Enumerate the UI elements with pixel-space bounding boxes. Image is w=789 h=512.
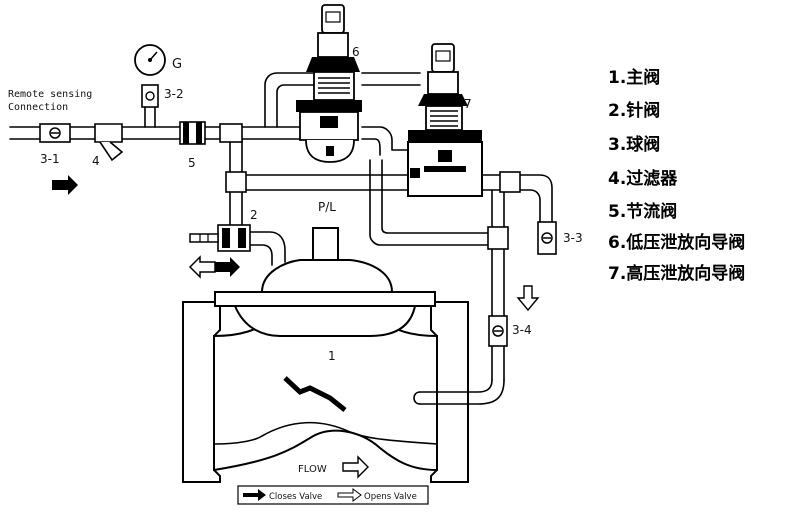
pilot-pipework [9,72,553,405]
pilot-valve-7 [407,43,483,197]
pilot-valve-6 [296,4,362,163]
flow-label: FLOW [298,464,327,475]
callout-2: 2 [250,208,258,222]
flow-arrow-icon [342,455,369,479]
parts-list-item: 1.主阀 [608,67,660,88]
closes-valve-label: Closes Valve [269,492,322,502]
callout-3-2: 3-2 [164,87,184,101]
callout-5: 5 [188,156,196,170]
parts-list: 1.主阀 2.针阀 3.球阀 4.过滤器 5.节流阀 6.低压泄放向导阀 7.高… [608,67,745,284]
throttle-valve-5 [179,121,206,145]
parts-list-item: 3.球阀 [608,134,660,155]
callout-3-4: 3-4 [512,323,532,337]
opens-valve-arrow-icon [337,488,362,502]
callout-7: 7 [464,97,472,111]
bidirectional-arrow-icon [188,255,240,279]
down-arrow-icon [516,285,540,312]
parts-list-item: 2.针阀 [608,100,660,121]
opens-valve-label: Opens Valve [364,492,417,502]
parts-list-item: 6.低压泄放向导阀 [608,232,745,253]
ball-valve-3-4 [488,315,508,347]
ball-valve-3-3 [537,221,557,255]
strainer-4 [94,123,124,162]
main-valve [182,227,469,483]
pressure-gauge-g [134,44,166,108]
callout-3-1: 3-1 [40,152,60,166]
needle-valve-2 [189,224,251,252]
remote-sensing-label: Remote sensing [8,89,92,100]
ball-valve-3-1 [39,123,71,143]
bottom-legend: Closes Valve Opens Valve [237,485,429,505]
callout-pl: P/L [318,200,336,214]
parts-list-item: 5.节流阀 [608,201,677,222]
closes-valve-arrow-icon [243,489,266,501]
connection-label: Connection [8,102,68,113]
callout-4: 4 [92,154,100,168]
callout-6: 6 [352,45,360,59]
callout-g: G [172,57,182,72]
flow-direction-arrow-icon [52,175,78,195]
callout-3-3: 3-3 [563,231,583,245]
parts-list-item: 4.过滤器 [608,168,678,189]
callout-1: 1 [328,349,336,363]
parts-list-item: 7.高压泄放向导阀 [608,263,745,284]
